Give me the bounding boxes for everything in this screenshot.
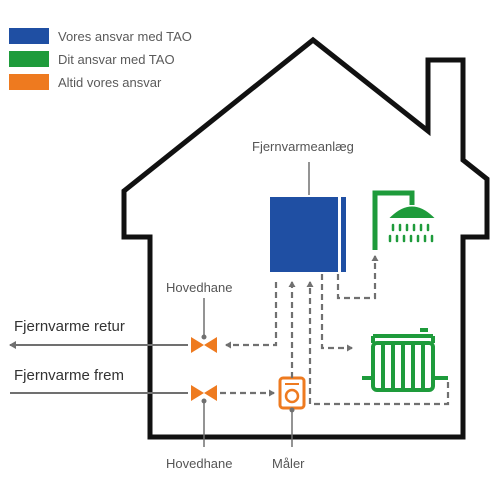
- pipe-unit-to-return-valve: [225, 282, 278, 349]
- pipe-radiator-to-unit: [306, 281, 450, 406]
- legend-label: Vores ansvar med TAO: [58, 28, 192, 44]
- radiator-icon: [362, 328, 448, 392]
- house-outline: [121, 36, 490, 440]
- valve-icon: [191, 337, 217, 353]
- main-valve-bottom-label: Hovedhane: [166, 456, 233, 471]
- legend-item-yours-with-tao: Dit ansvar med TAO: [9, 49, 192, 69]
- pipe-unit-to-shower: [336, 255, 379, 300]
- supply-line-label: Fjernvarme frem: [14, 367, 125, 384]
- heating-unit-label: Fjernvarmeanlæg: [252, 139, 354, 154]
- legend: Vores ansvar med TAO Dit ansvar med TAO …: [9, 26, 192, 95]
- main-valve-top-label: Hovedhane: [166, 280, 233, 295]
- shower-icon: [372, 190, 435, 250]
- legend-item-ours-with-tao: Vores ansvar med TAO: [9, 26, 192, 46]
- return-line-label: Fjernvarme retur: [14, 318, 125, 335]
- heating-unit-icon: [270, 197, 346, 272]
- legend-label: Dit ansvar med TAO: [58, 51, 175, 67]
- legend-swatch-orange: [9, 74, 49, 90]
- legend-item-always-ours: Altid vores ansvar: [9, 72, 192, 92]
- legend-swatch-blue: [9, 28, 49, 44]
- valve-icon: [191, 385, 217, 401]
- meter-icon: [278, 376, 306, 410]
- meter-label: Måler: [272, 456, 305, 471]
- legend-label: Altid vores ansvar: [58, 74, 162, 90]
- legend-swatch-green: [9, 51, 49, 67]
- pipe-unit-to-radiator: [320, 274, 353, 352]
